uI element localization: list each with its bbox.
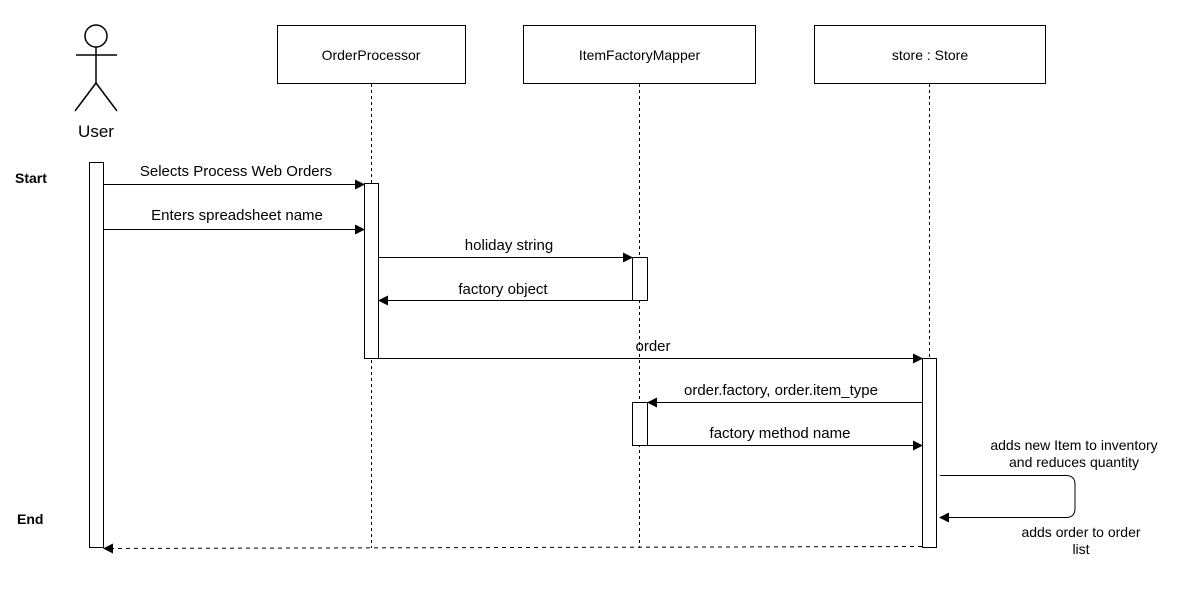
user-actor (74, 24, 118, 112)
self-message-note-line2: list (1072, 541, 1089, 557)
message-label: order.factory, order.item_type (684, 382, 878, 399)
message-label: order (635, 338, 670, 355)
message-order-factory-item-type: order.factory, order.item_type (647, 382, 922, 408)
end-marker: End (17, 511, 43, 527)
message-factory-object: factory object (378, 281, 632, 306)
self-message-note-line1: adds order to order (1021, 524, 1140, 540)
message-label: Enters spreadsheet name (151, 207, 323, 224)
order-processor-activation (364, 183, 379, 359)
item-factory-mapper-header: ItemFactoryMapper (523, 25, 756, 84)
store-activation (922, 358, 937, 548)
message-enters-spreadsheet-name: Enters spreadsheet name (104, 207, 365, 235)
item-factory-mapper-label: ItemFactoryMapper (579, 47, 701, 63)
store-header: store : Store (814, 25, 1046, 84)
item-factory-mapper-activation-1 (632, 257, 648, 301)
message-factory-method-name: factory method name (648, 425, 923, 451)
store-label: store : Store (892, 47, 968, 63)
item-factory-mapper-activation-2 (632, 402, 648, 446)
message-label: factory method name (710, 425, 851, 442)
self-message-label-line1: adds new Item to inventory (990, 437, 1157, 453)
self-message-label-line2: and reduces quantity (1009, 454, 1139, 470)
user-activation (89, 162, 104, 548)
start-marker: Start (15, 170, 47, 186)
message-label: Selects Process Web Orders (140, 163, 332, 180)
order-processor-header: OrderProcessor (277, 25, 466, 84)
message-holiday-string: holiday string (379, 237, 633, 263)
user-actor-label: User (78, 122, 114, 141)
message-label: factory object (458, 281, 548, 298)
order-processor-label: OrderProcessor (322, 47, 421, 63)
message-selects-process-web-orders: Selects Process Web Orders (104, 163, 365, 190)
message-order: order (379, 338, 923, 364)
return-message-to-user (103, 543, 923, 554)
message-label: holiday string (465, 237, 553, 254)
self-message-adds-item: adds new Item to inventory and reduces q… (939, 437, 1158, 523)
